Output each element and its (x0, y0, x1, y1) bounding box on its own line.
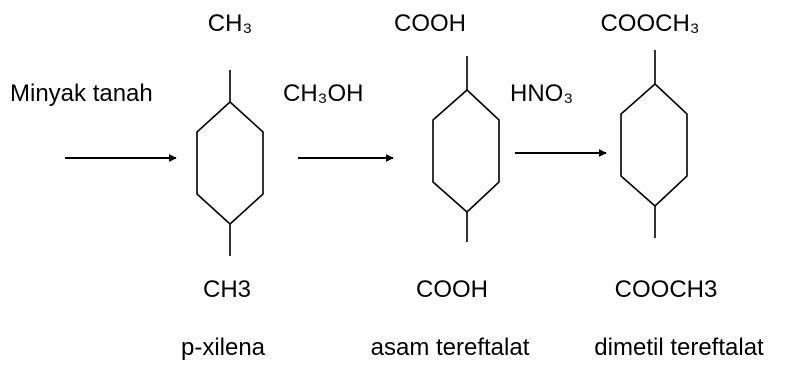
acid-top-group: COOH (394, 10, 466, 37)
ester-ring (620, 82, 688, 208)
acid-structure (432, 56, 500, 242)
ester-structure (620, 50, 688, 238)
ester-bottom-group: COOCH3 (614, 276, 718, 303)
pxylene-ring (196, 100, 264, 226)
acid-ring (432, 88, 500, 214)
pxylene-bottom-group: CH3 (202, 276, 252, 303)
ester-name: dimetil tereftalat (594, 334, 764, 361)
reagent-hno3-label: HNO₃ (510, 80, 574, 107)
acid-bottom-group: COOH (416, 276, 488, 303)
pxylene-top-group: CH₃ (207, 10, 253, 37)
pxylene-name: p-xilena (180, 334, 266, 361)
reagent-ch3oh-label: CH₃OH (283, 80, 364, 107)
pxylene-structure (196, 70, 264, 256)
acid-name: asam tereftalat (370, 334, 530, 361)
source-label: Minyak tanah (10, 80, 153, 107)
ester-top-group: COOCH₃ (600, 10, 700, 37)
